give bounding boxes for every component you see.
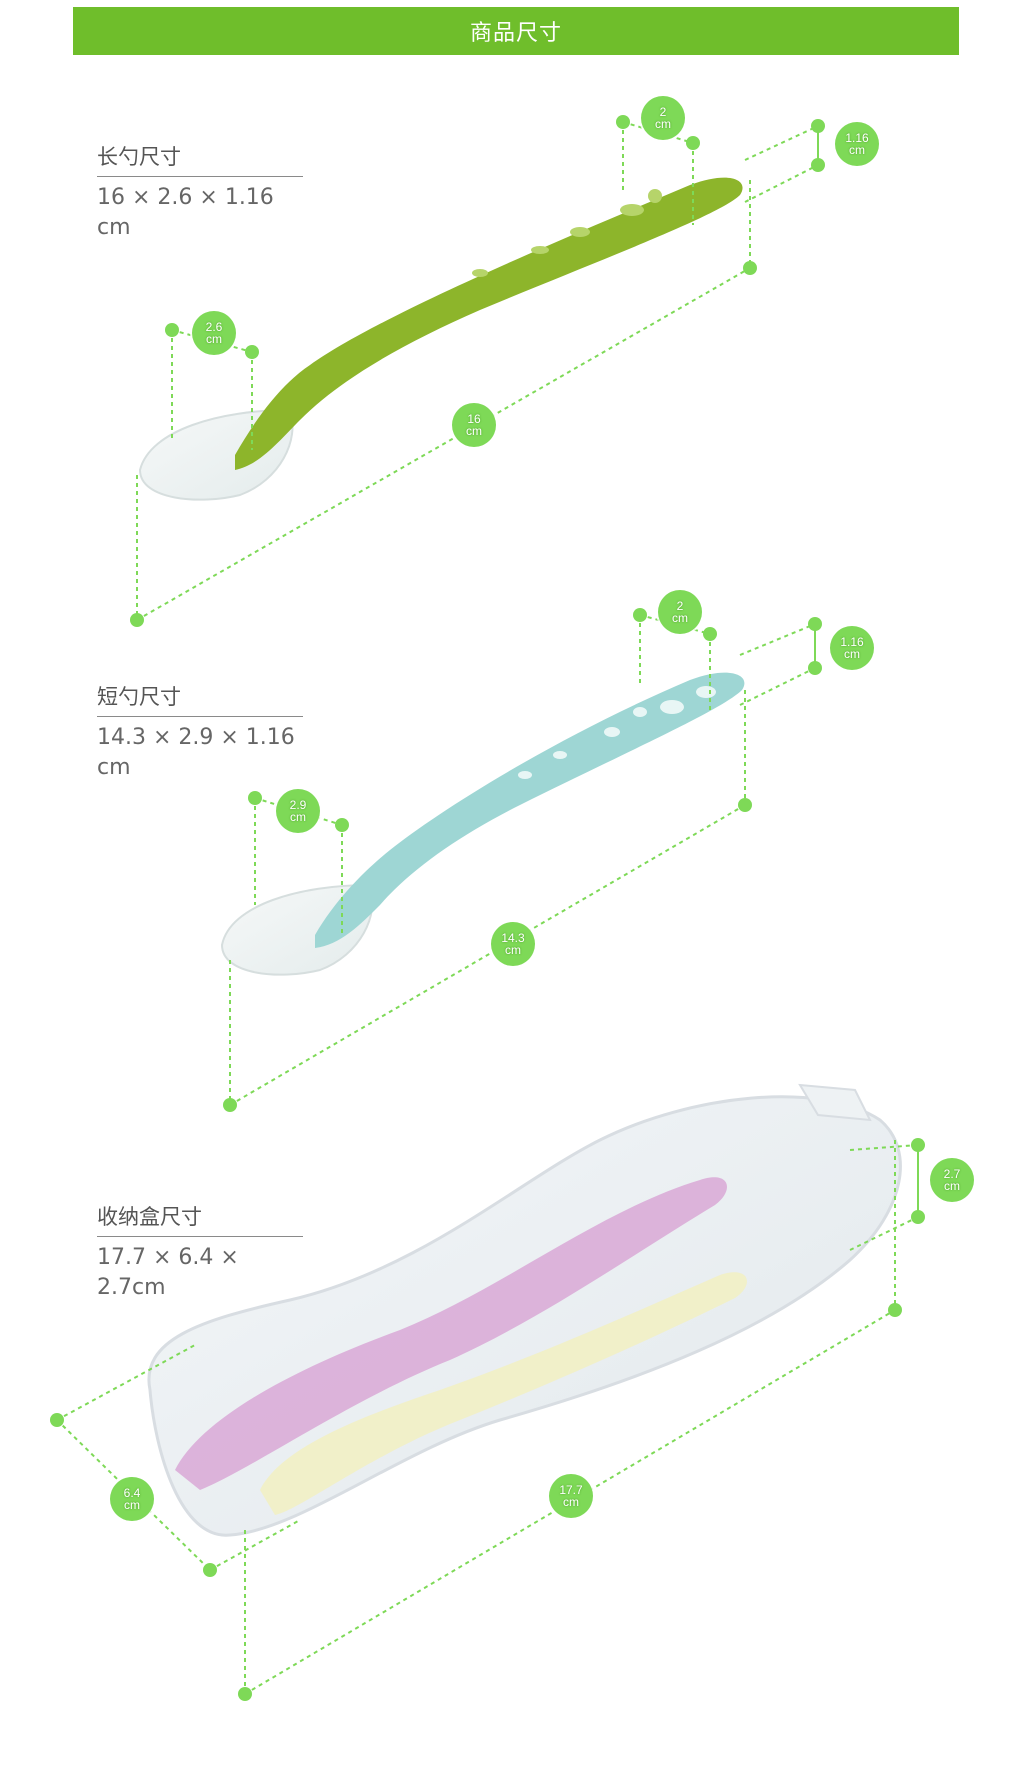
short-spoon-length-badge: 14.3 cm [491,922,535,966]
long-spoon-hole [570,227,590,237]
badge-value: 14.3 [501,931,525,945]
storage-case-label: 收纳盒尺寸 17.7 × 6.4 × 2.7cm [97,1202,303,1303]
storage-case-figure [50,1083,925,1701]
badge-unit: cm [844,647,860,661]
long-spoon-dimensions: 16 × 2.6 × 1.16 cm [97,185,274,240]
short-spoon-hole [660,700,684,714]
section-header-bar: 商品尺寸 [73,7,959,55]
short-spoon-hole [633,707,647,717]
badge-unit: cm [466,424,482,438]
storage-case-latch [798,1083,872,1122]
long-spoon-hole [648,189,662,203]
long-spoon-hole [620,204,644,216]
short-spoon-thickness-badge: 1.16 cm [830,626,874,670]
long-spoon-handle [235,177,743,470]
short-spoon-handle [315,672,745,948]
storage-case-length-badge: 17.7 cm [549,1474,593,1518]
long-spoon-hole [472,269,488,277]
case-cream-spoon [260,1272,747,1515]
short-spoon-title: 短勺尺寸 [97,682,303,717]
short-spoon-top-width-badge: 2 cm [658,590,702,634]
long-spoon-hole [531,246,549,254]
short-spoon-hole [696,686,716,698]
badge-value: 2 [676,599,684,613]
short-spoon-label: 短勺尺寸 14.3 × 2.9 × 1.16 cm [97,682,303,783]
short-spoon-dimension-dots [223,608,822,1112]
short-spoon-hole [553,751,567,759]
badge-value: 2 [659,105,667,119]
short-spoon-dimension-lines [229,614,816,1106]
storage-case-dimension-dots [50,1138,925,1701]
badge-unit: cm [563,1495,579,1509]
badge-unit: cm [672,611,688,625]
long-spoon-thickness-badge: 1.16 cm [835,122,879,166]
long-spoon-top-width-badge: 2 cm [641,96,685,140]
storage-case-width-badge: 6.4 cm [110,1477,154,1521]
short-spoon-hole [518,771,532,779]
storage-case-height-badge: 2.7 cm [930,1158,974,1202]
badge-value: 2.9 [289,798,307,812]
short-spoon-hole [604,727,620,737]
badge-value: 1.16 [840,635,864,649]
badge-value: 6.4 [123,1486,141,1500]
long-spoon-bowl-width-badge: 2.6 cm [192,311,236,355]
badge-unit: cm [505,943,521,957]
badge-unit: cm [290,810,306,824]
badge-value: 17.7 [559,1483,583,1497]
long-spoon-length-badge: 16 cm [452,403,496,447]
long-spoon-label: 长勺尺寸 16 × 2.6 × 1.16 cm [97,142,303,243]
short-spoon-bowl-width-badge: 2.9 cm [276,789,320,833]
badge-value: 16 [467,412,481,426]
storage-case-title: 收纳盒尺寸 [97,1202,303,1237]
storage-case-dimensions: 17.7 × 6.4 × 2.7cm [97,1245,239,1300]
badge-unit: cm [655,117,671,131]
long-spoon-dimension-dots [130,115,825,627]
long-spoon-figure [130,115,825,627]
long-spoon-title: 长勺尺寸 [97,142,303,177]
badge-unit: cm [124,1498,140,1512]
badge-unit: cm [849,143,865,157]
badge-value: 1.16 [845,131,869,145]
badge-unit: cm [944,1179,960,1193]
case-pink-spoon [175,1177,727,1490]
badge-unit: cm [206,332,222,346]
short-spoon-dimensions: 14.3 × 2.9 × 1.16 cm [97,725,295,780]
badge-value: 2.6 [205,320,223,334]
header-title: 商品尺寸 [469,21,562,46]
short-spoon-figure [220,608,822,1112]
badge-value: 2.7 [943,1167,961,1181]
